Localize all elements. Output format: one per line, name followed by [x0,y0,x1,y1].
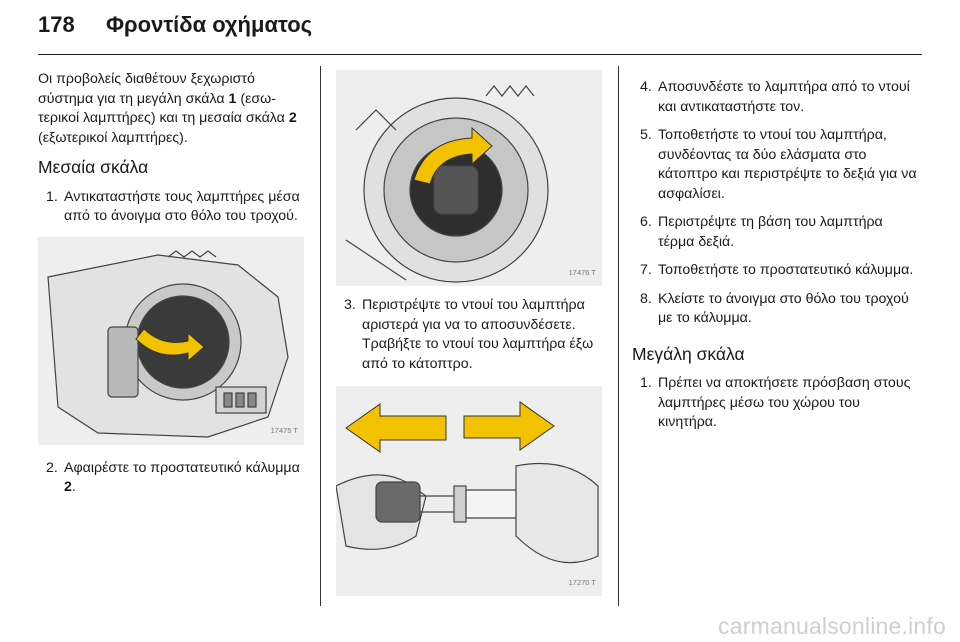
step-7: 7. Τοποθετήστε το προστατευτικό κάλυμμα. [640,262,914,278]
arrow-left-icon [345,403,447,453]
section-heading-high-beam: Μεγάλη σκάλα [632,343,745,364]
watermark: carmanualsonline.info [718,613,946,639]
figure-code: 17270 T [568,577,596,587]
column-3: 4. Αποσυνδέστε το λαμπτήρα από το ντουί … [632,78,922,442]
step-2: 2. Αφαιρέστε το προστατευτικό κά­λυμμα 2… [46,459,300,496]
page-title: Φροντίδα οχήματος [106,12,313,37]
step-6: 6. Περιστρέψτε τη βάση του λα­μπτήρα τέρ… [640,214,883,250]
step-1: 1. Αντικαταστήστε τους λαμπτήρες μέσα απ… [46,188,300,225]
arrow-right-icon [463,401,555,451]
section-heading-low-beam: Μεσαία σκάλα [38,157,149,177]
figure-code: 17476 T [568,267,596,277]
step-4: 4. Αποσυνδέστε το λαμπτήρα από το ντουί … [640,79,910,115]
step-5: 5. Τοποθετήστε το ντουί του λα­μπτήρα, σ… [640,127,917,202]
header-rule [38,54,922,55]
column-divider [618,66,619,606]
column-divider [320,66,321,606]
rotate-arrow-icon [135,327,205,362]
figure-headlamp-access: 17475 T [38,236,304,445]
page-number: 178 [38,12,75,37]
intro-paragraph: Οι προβολείς διαθέτουν ξεχωριστό σύστημα… [38,71,297,146]
rotate-arrow-icon [413,126,493,185]
step-3: 3. Περιστρέψτε το ντουί του λα­μπτήρα αρ… [344,297,594,372]
figure-bulb-holder-rotate: 17476 T [336,70,602,286]
figure-bulb-removal: 17270 T [336,386,602,596]
figure-code: 17475 T [270,426,298,435]
column-1: Οι προβολείς διαθέτουν ξεχωριστό σύστημα… [38,70,306,507]
column-2: 17476 T 3. Περιστρέψτε το ντουί του λα­μ… [336,70,604,596]
step-8: 8. Κλείστε το άνοιγμα στο θόλο του τροχο… [640,290,909,327]
high-beam-step-1: 1. Πρέπει να αποκτήσετε πρόσβαση στους λ… [640,375,911,430]
page-header: 178 Φροντίδα οχήματος [38,10,312,40]
